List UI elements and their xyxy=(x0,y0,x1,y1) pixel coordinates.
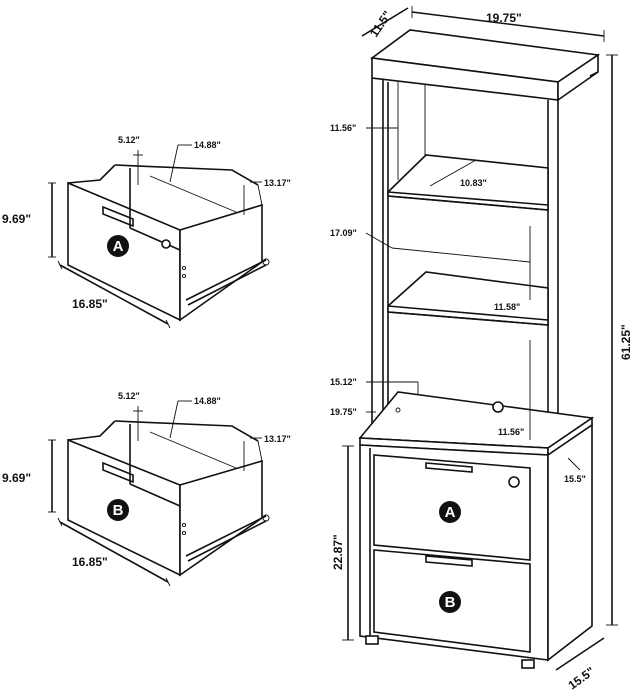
shelf3-width-label: 15.12" xyxy=(330,377,357,387)
drawer-a-inner-length-label: 13.17" xyxy=(264,178,291,188)
drawer-b-width-label: 16.85" xyxy=(72,555,108,569)
shelf-width-label: 17.09" xyxy=(330,228,357,238)
drawer-b-height-label: 9.69" xyxy=(2,471,31,485)
drawer-a-inner-depth-label: 5.12" xyxy=(118,135,140,145)
shelf1-height-label: 11.56" xyxy=(330,123,356,133)
drawer-b-inner-length-label: 13.17" xyxy=(264,434,291,444)
drawer-a-badge: A xyxy=(113,238,124,255)
drawer-b-inner-depth-label: 5.12" xyxy=(118,391,140,401)
drawer-a-width-label: 16.85" xyxy=(72,297,108,311)
drawer-b-inner-width-label: 14.88" xyxy=(194,396,221,406)
drawer-a-inner-width-label: 14.88" xyxy=(194,140,221,150)
cabinet-drawer-a-badge: A xyxy=(445,504,456,521)
total-height-label: 61.25" xyxy=(619,324,633,360)
shelf3-height-label: 11.56" xyxy=(498,427,524,437)
cabinet-drawer-b-badge: B xyxy=(445,594,456,611)
cabinet-diagram: A B 11.5" 19.75" 61.25" 11.56" 10.83" 17… xyxy=(330,6,633,692)
top-depth-label: 11.5" xyxy=(367,8,394,39)
drawer-a-height-label: 9.69" xyxy=(2,212,31,226)
base-depth-side-label: 15.5" xyxy=(564,474,586,484)
desk-width-label: 19.75" xyxy=(330,407,357,417)
drawer-b-diagram: B 9.69" 16.85" 5.12" 14.88" 13.17" xyxy=(2,391,291,587)
base-depth-label: 15.5" xyxy=(566,664,598,692)
drawer-b-badge: B xyxy=(113,502,124,519)
drawer-a-badge-circle xyxy=(107,235,129,257)
base-height-label: 22.87" xyxy=(331,534,345,570)
cabinet-drawer-b-badge-circle xyxy=(439,591,461,613)
shelf-depth-label: 10.83" xyxy=(460,178,487,188)
shelf2-height-label: 11.58" xyxy=(494,302,520,312)
top-width-label: 19.75" xyxy=(486,11,522,25)
drawer-b-badge-circle xyxy=(107,499,129,521)
cabinet-drawer-a-badge-circle xyxy=(439,501,461,523)
drawer-a-diagram: A 9.69" 16.85" 5.12" 14.88" 13.17" xyxy=(2,135,291,329)
